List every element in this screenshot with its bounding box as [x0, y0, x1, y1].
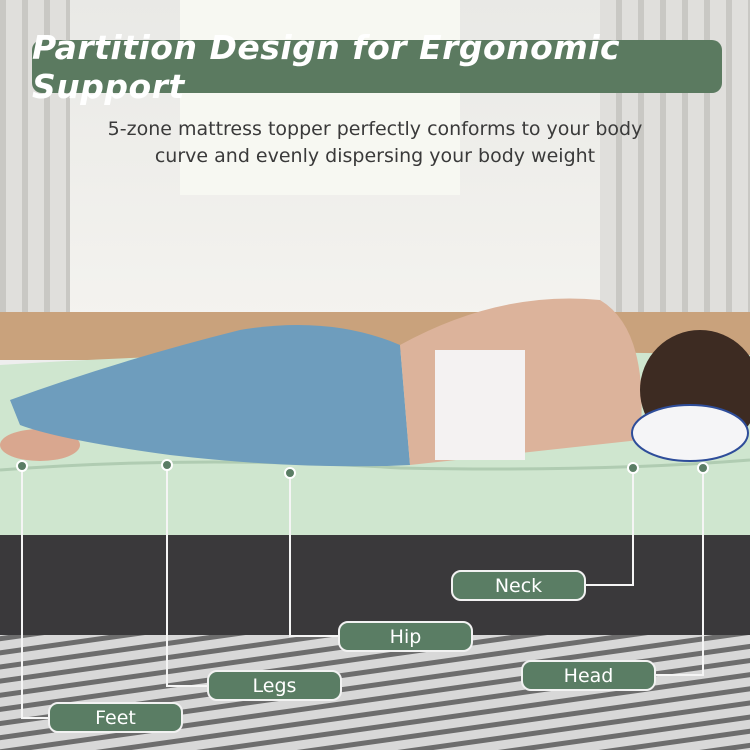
zone-label-neck: Neck — [451, 570, 586, 601]
page-title: Partition Design for Ergonomic Support — [32, 28, 722, 106]
subtitle-line-2: curve and evenly dispersing your body we… — [154, 145, 596, 167]
subtitle: 5-zone mattress topper perfectly conform… — [0, 116, 750, 170]
legs-marker-dot — [161, 459, 173, 471]
zone-label-feet: Feet — [48, 702, 183, 733]
pillow — [631, 404, 749, 462]
mattress-base — [0, 530, 750, 635]
zone-label-hip: Hip — [338, 621, 473, 652]
neck-marker-dot — [627, 462, 639, 474]
hip-marker-dot — [284, 467, 296, 479]
subtitle-line-1: 5-zone mattress topper perfectly conform… — [107, 118, 643, 140]
head-marker-dot — [697, 462, 709, 474]
zone-leader-lines — [21, 465, 704, 719]
zone-label-head: Head — [521, 660, 656, 691]
window — [180, 0, 460, 195]
zone-label-legs: Legs — [207, 670, 342, 701]
woman-figure — [0, 298, 750, 467]
feet-marker-dot — [16, 460, 28, 472]
